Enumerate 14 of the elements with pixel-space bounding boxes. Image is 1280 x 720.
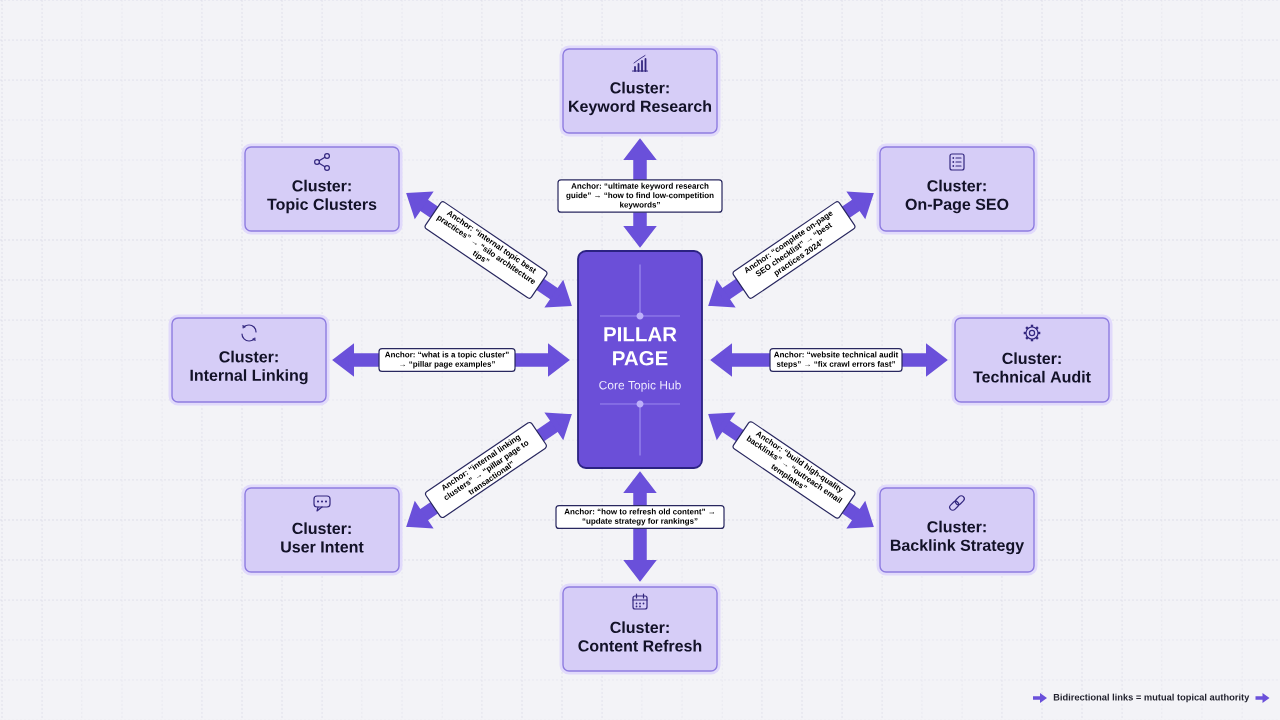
edge-label: Anchor: “how to refresh old content” → “update strategy for rankings” bbox=[555, 504, 725, 530]
cluster-box: Cluster: Topic Clusters bbox=[241, 143, 403, 235]
cluster-box: Cluster: Backlink Strategy bbox=[876, 484, 1038, 576]
cluster-box: Cluster: Internal Linking bbox=[168, 314, 330, 406]
pillar-box: PILLAR PAGE Core Topic Hub bbox=[577, 250, 703, 469]
cluster-box: Cluster: On-Page SEO bbox=[876, 143, 1038, 235]
cluster-box: Cluster: User Intent bbox=[241, 484, 403, 576]
cluster-box: Cluster: Technical Audit bbox=[951, 314, 1113, 406]
edge-label: Anchor: “website technical audit steps” → “fix crawl errors fast” bbox=[769, 347, 903, 373]
cluster-box: Cluster: Keyword Research bbox=[559, 45, 721, 137]
edge-label: Anchor: “what is a topic cluster” → “pillar page examples” bbox=[378, 347, 516, 373]
edge-label: Anchor: “ultimate keyword research guide” → “how to find low-competition keywords” bbox=[557, 179, 723, 213]
cluster-box: Cluster: Content Refresh bbox=[559, 583, 721, 675]
legend-text: Bidirectional links = mutual topical authority bbox=[1052, 692, 1251, 704]
